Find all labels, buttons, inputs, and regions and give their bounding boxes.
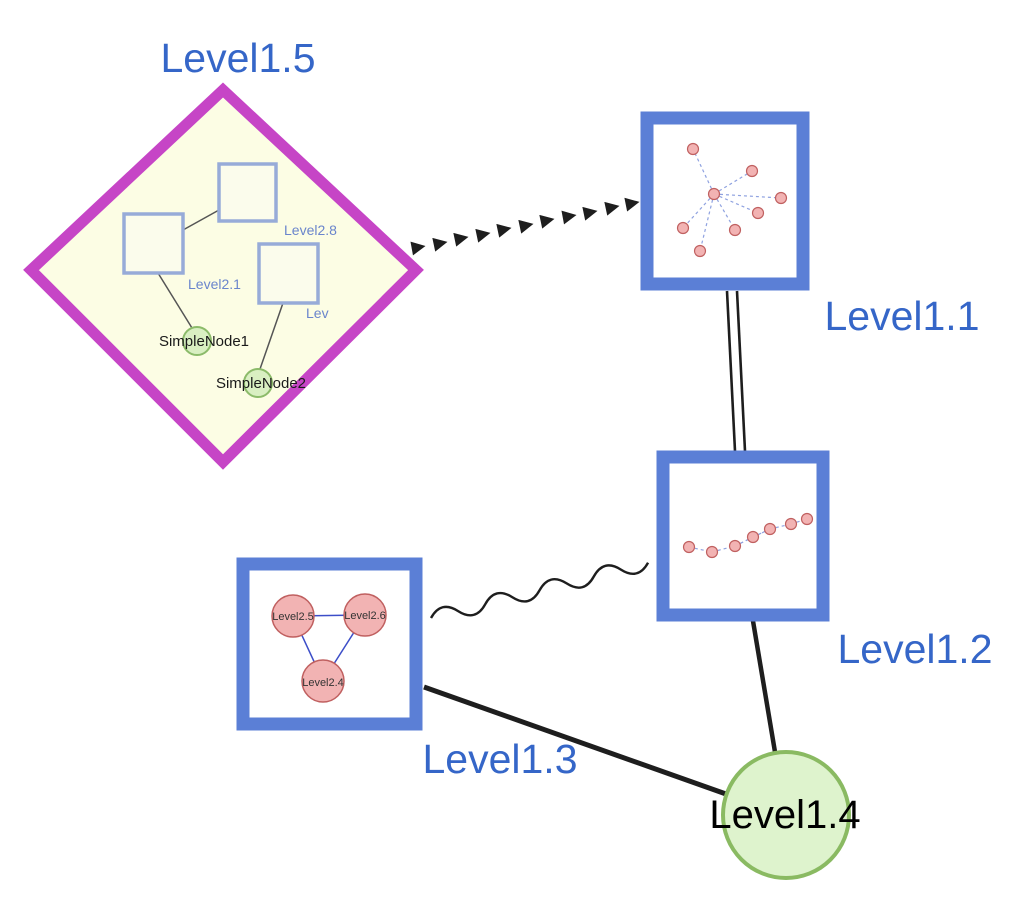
double-line-right xyxy=(735,290,747,452)
level1-1-subgraph xyxy=(676,142,788,258)
subgraph-node[interactable] xyxy=(686,142,700,156)
subgraph-node[interactable] xyxy=(705,545,719,559)
subgraph-node[interactable] xyxy=(676,221,690,235)
subgraph-edge xyxy=(713,170,753,195)
square-node-level1-1[interactable] xyxy=(640,111,810,291)
subgraph-edge xyxy=(713,193,736,231)
label-level2-1: Level2.1 xyxy=(188,276,241,292)
edge-level13-level12[interactable] xyxy=(429,555,650,625)
circle-node-level1-4[interactable] xyxy=(721,750,851,880)
subgraph-node[interactable] xyxy=(784,517,798,531)
label-level2-5: Level2.5 xyxy=(272,611,314,623)
node-level2-4[interactable] xyxy=(301,659,345,703)
label-level1-4: Level1.4 xyxy=(709,793,860,837)
edge-square-left-square-top[interactable] xyxy=(182,209,220,231)
label-simple-node-1: SimpleNode1 xyxy=(159,333,249,350)
label-level2-right: Lev xyxy=(306,305,329,321)
subgraph-node[interactable] xyxy=(746,530,760,544)
subgraph-node[interactable] xyxy=(745,164,759,178)
subgraph-node[interactable] xyxy=(682,540,696,554)
diamond-node-level1-5[interactable] xyxy=(23,82,424,470)
level1-2-subgraph xyxy=(682,512,814,559)
group-node-level1-1 xyxy=(640,111,810,291)
subgraph-node[interactable] xyxy=(728,539,742,553)
label-level1-1: Level1.1 xyxy=(824,293,979,339)
level1-3-subgraph: Level2.5 Level2.6 Level2.4 xyxy=(271,593,387,703)
label-level1-5: Level1.5 xyxy=(160,35,315,81)
simple-node-1-circle[interactable] xyxy=(182,326,212,356)
subgraph-node[interactable] xyxy=(693,244,707,258)
subgraph-edge xyxy=(713,193,782,199)
subgraph-node[interactable] xyxy=(728,223,742,237)
group-node-level1-2 xyxy=(656,450,830,622)
group-node-level1-5: Level2.8 Level2.1 Lev SimpleNode1 Simple… xyxy=(23,82,424,470)
subgraph-node[interactable] xyxy=(763,522,777,536)
square-node-level2-1[interactable] xyxy=(122,212,185,275)
subgraph-node[interactable] xyxy=(751,206,765,220)
edge-level13-level14[interactable] xyxy=(423,684,727,797)
label-simple-node-2: SimpleNode2 xyxy=(216,375,306,392)
edge-level11-level12[interactable] xyxy=(725,290,747,452)
node-level2-5[interactable] xyxy=(271,594,315,638)
edge-level12-level14[interactable] xyxy=(750,620,778,753)
label-level2-8: Level2.8 xyxy=(284,222,337,238)
square-node-level1-2[interactable] xyxy=(656,450,830,622)
label-level2-4: Level2.4 xyxy=(302,677,344,689)
subgraph-edge xyxy=(692,148,715,195)
subgraph-node[interactable] xyxy=(800,512,814,526)
subgraph-node[interactable] xyxy=(774,191,788,205)
edges-layer xyxy=(410,197,778,797)
label-level1-3: Level1.3 xyxy=(422,736,577,782)
wavy-path xyxy=(429,562,650,619)
simple-node-2-circle[interactable] xyxy=(243,368,273,398)
subgraph-edge xyxy=(682,193,715,229)
edge-square-left-simplenode1[interactable] xyxy=(157,272,193,329)
label-level1-2: Level1.2 xyxy=(837,626,992,672)
subgraph-edge xyxy=(713,193,759,214)
edge-square-right-simplenode2[interactable] xyxy=(259,302,284,370)
node-level2-6[interactable] xyxy=(343,593,387,637)
label-level2-6: Level2.6 xyxy=(344,610,386,622)
group-node-level1-3: Level2.5 Level2.6 Level2.4 xyxy=(236,557,423,731)
square-node-level2-8[interactable] xyxy=(217,162,278,223)
double-line-left xyxy=(725,290,737,452)
subgraph-edge xyxy=(699,193,715,252)
subgraph-node[interactable] xyxy=(707,187,721,201)
square-node-level2-right[interactable] xyxy=(257,242,320,305)
group-node-level1-4: Level1.4 xyxy=(709,750,861,880)
edge-level15-level11[interactable] xyxy=(410,197,640,256)
